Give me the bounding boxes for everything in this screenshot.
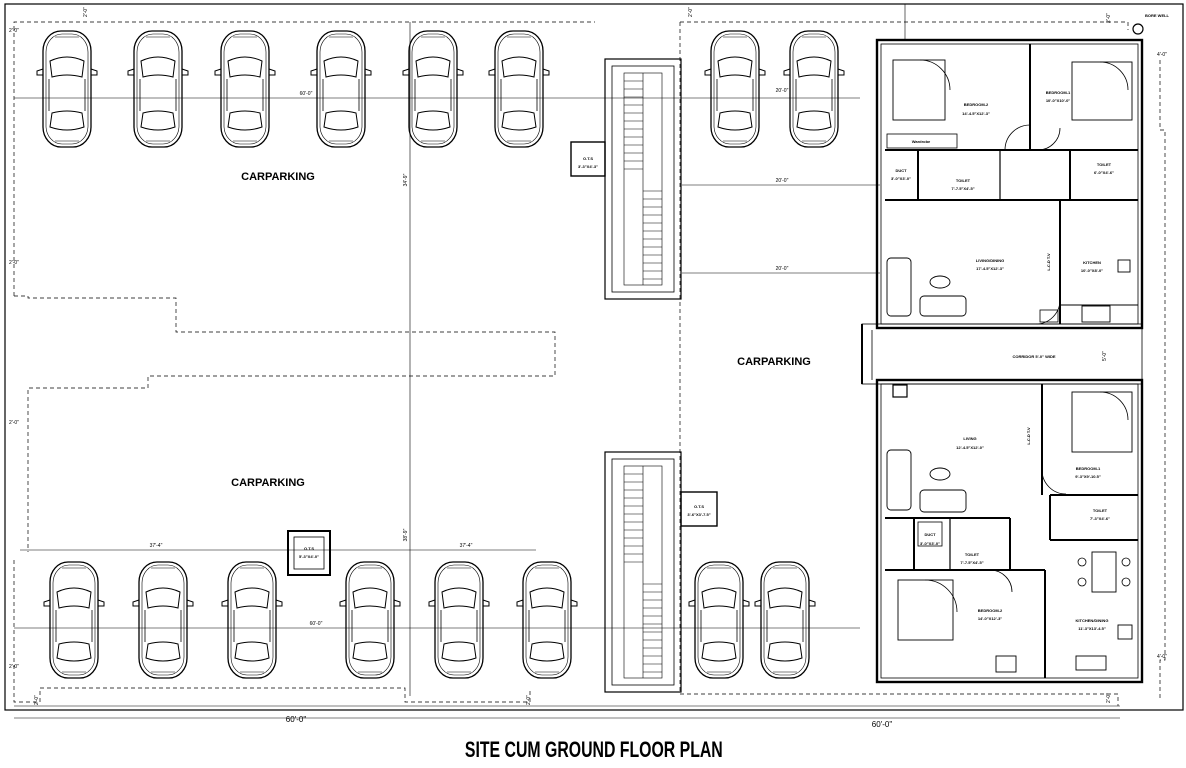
parked-cars (36, 30, 845, 679)
label-duct-upper-size: 3'-0"X3'-0" (891, 176, 911, 181)
label-toilet-upper-size: 7'-7.5"X4'-5" (951, 186, 974, 191)
car-bottom-1 (43, 561, 105, 679)
label-bedroom1-lower: BEDROOM-1 (1076, 466, 1101, 471)
dim-vertical-main: 34'-9" (403, 173, 409, 186)
car-bottom-6 (516, 561, 578, 679)
dim-row-top-left: 60'-0" (300, 91, 313, 97)
car-bottom-8 (754, 561, 816, 679)
label-duct-lower: DUCT (924, 532, 936, 537)
label-toilet-upper: TOILET (956, 178, 971, 183)
setback-line-right (679, 21, 1166, 706)
dim-edge-2j: 2'-0" (1106, 693, 1112, 703)
label-living-lower-size: 12'-4.5"X12'-0" (956, 445, 984, 450)
label-ots-lower: O.T.S (694, 504, 704, 509)
building-block (861, 38, 1144, 684)
label-ots-lower-size: 3'-6"X3'-7.5" (687, 512, 710, 517)
label-bedroom2-lower-size: 14'-0"X12'-3" (978, 616, 1002, 621)
label-corridor: CORRIDOR 5'-0" WIDE (1012, 354, 1055, 359)
label-ots-upper-size: 3'-3"X4'-3" (578, 164, 598, 169)
label-bedroom1-upper-size: 10'-0"X10'-0" (1046, 98, 1070, 103)
car-top-4 (310, 30, 372, 148)
dim-edge-2c: 2'-0" (9, 420, 19, 426)
label-carparking-top-left: CARPARKING (241, 171, 315, 183)
bore-well-symbol (1132, 23, 1144, 35)
label-carparking-bottom-left: CARPARKING (231, 477, 305, 489)
label-bedroom1-lower-size: 9'-3"X9'-10.5" (1075, 474, 1101, 479)
plan-title: SITE CUM GROUND FLOOR PLAN (464, 737, 723, 762)
label-toilet-upper-right: TOILET (1097, 162, 1112, 167)
dim-mid-2: 20'-0" (776, 266, 789, 272)
site-boundary (4, 3, 1184, 711)
dimension-labels: 60'-0" 60'-0" 60'-0" 20'-0" 20'-0" 20'-0… (9, 7, 1167, 729)
dim-row-top-mid: 20'-0" (776, 88, 789, 94)
dim-edge-2i: 2'-0" (526, 695, 532, 705)
dim-edge-4a: 4'-0" (1157, 52, 1167, 58)
setback-line-lower-left (13, 560, 531, 703)
dim-bottom-right: 60'-0" (872, 720, 893, 729)
label-bedroom2-lower: BEDROOM-2 (978, 608, 1003, 613)
dim-edge-4b: 4'-0" (1157, 654, 1167, 660)
label-lcd-tv-upper: L.C.D T.V (1046, 253, 1051, 271)
dim-left-37-b: 37'-4" (460, 543, 473, 549)
car-top-6 (488, 30, 550, 148)
label-bedroom1-upper: BEDROOM-1 (1046, 90, 1071, 95)
label-toilet-upper-right-size: 6'-0"X4'-6" (1094, 170, 1114, 175)
car-bottom-7 (688, 561, 750, 679)
car-bottom-5 (428, 561, 490, 679)
label-bedroom2-upper-size: 14'-4.5"X12'-3" (962, 111, 990, 116)
car-top-8 (783, 30, 845, 148)
label-toilet-lower: TOILET (965, 552, 980, 557)
dim-edge-2f: 2'-0" (688, 7, 694, 17)
label-duct-upper: DUCT (895, 168, 907, 173)
dim-edge-2e: 2'-0" (83, 7, 89, 17)
label-living-lower: LIVING (963, 436, 976, 441)
car-top-1 (36, 30, 98, 148)
ots-box-lower (680, 491, 718, 527)
dim-vertical-lower: 38'-9" (403, 528, 409, 541)
label-lcd-tv-lower: L.C.D T.V (1026, 427, 1031, 445)
stair-treads (624, 80, 662, 673)
dim-edge-2a: 2'-0" (9, 28, 19, 34)
dimension-lines (14, 4, 1120, 719)
dim-edge-2g: 2'-0" (1106, 13, 1112, 23)
dim-edge-2h: 2'-0" (34, 695, 40, 705)
car-top-3 (214, 30, 276, 148)
label-ots-upper: O.T.S (583, 156, 593, 161)
label-kitchen-upper: KITCHEN (1083, 260, 1101, 265)
dim-mid-1: 20'-0" (776, 178, 789, 184)
car-bottom-2 (132, 561, 194, 679)
label-toilet-lower-right-size: 7'-3"X4'-6" (1090, 516, 1110, 521)
label-wardrobe: Wardrobe (912, 139, 931, 144)
setback-line-upper-left (13, 21, 595, 552)
label-bore-well: BORE WELL (1145, 13, 1170, 18)
dim-edge-2d: 2'-0" (9, 664, 19, 670)
car-bottom-3 (221, 561, 283, 679)
label-kitchen-dining-lower-size: 11'-3"X13'-4.5" (1078, 626, 1106, 631)
label-living-dining-upper-size: 17'-4.5"X12'-3" (976, 266, 1004, 271)
ots-box-upper (570, 141, 606, 177)
label-toilet-lower-size: 7'-7.5"X4'-5" (960, 560, 983, 565)
label-toilet-lower-right: TOILET (1093, 508, 1108, 513)
drawing-labels: CARPARKING CARPARKING CARPARKING CORRIDO… (231, 13, 1169, 631)
label-ots-left: O.T.S (304, 546, 314, 551)
dim-edge-2b: 2'-0" (9, 260, 19, 266)
dim-row-bottom-left: 60'-0" (310, 621, 323, 627)
car-top-5 (402, 30, 464, 148)
label-carparking-center: CARPARKING (737, 356, 811, 368)
ots-box-left (287, 530, 331, 576)
label-kitchen-dining-lower: KITCHEN/DINING (1076, 618, 1109, 623)
dim-bottom-left: 60'-0" (286, 715, 307, 724)
dim-edge-5: 5'-0" (1102, 351, 1108, 361)
label-bedroom2-upper: BEDROOM-2 (964, 102, 989, 107)
car-bottom-4 (339, 561, 401, 679)
label-living-dining-upper: LIVING/DINING (976, 258, 1004, 263)
label-duct-lower-size: 3'-0"X3'-0" (920, 541, 940, 546)
car-top-7 (704, 30, 766, 148)
ots-box-left-inner (293, 536, 325, 570)
car-top-2 (127, 30, 189, 148)
dim-left-37-a: 37'-4" (150, 543, 163, 549)
label-kitchen-upper-size: 10'-0"X8'-0" (1081, 268, 1103, 273)
label-ots-left-size: 5'-3"X4'-0" (299, 554, 319, 559)
